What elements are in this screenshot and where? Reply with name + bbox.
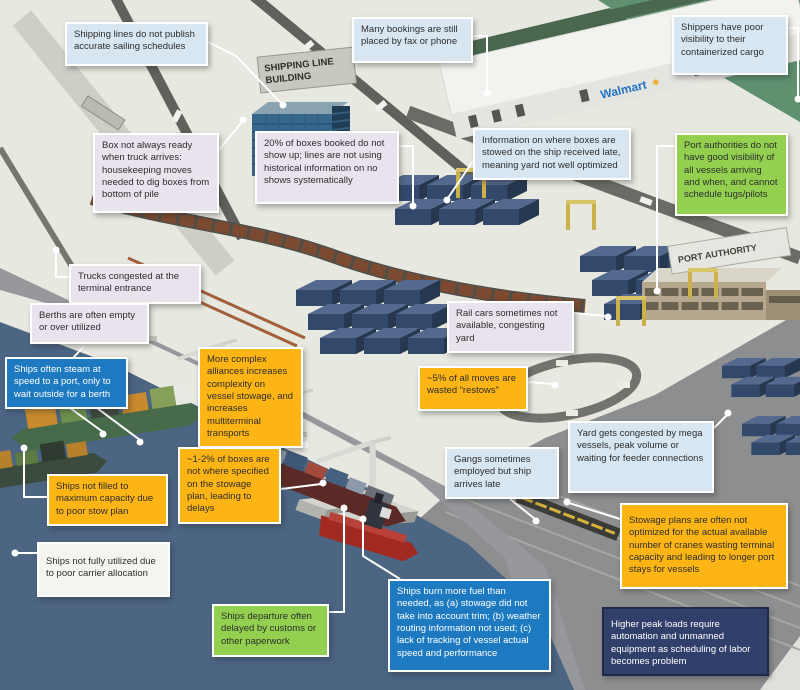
terminal-gate [80,95,126,131]
callout-complex-alliances: More complex alliances increases complex… [198,347,303,449]
callout-boxes-no-show: 20% of boxes booked do not show up; line… [255,131,399,204]
container-block-group-top [383,175,539,225]
callout-box-not-ready: Box not always ready when truck arrives:… [93,133,219,213]
truck [566,410,578,416]
truck [618,382,630,388]
callout-ships-not-filled: Ships not filled to maximum capacity due… [47,474,168,527]
callout-peak-loads-automation: Higher peak loads require automation and… [602,607,769,677]
port-authority-sign: PORT AUTHORITY [667,227,792,275]
callout-gangs-ship-late: Gangs sometimes employed but ship arrive… [445,447,559,500]
callout-ships-burn-fuel: Ships burn more fuel than needed, as (a)… [388,579,551,672]
callout-shipping-lines-schedules: Shipping lines do not publish accurate s… [65,22,208,66]
connector-dots [11,89,800,557]
yard-train [515,490,621,541]
callout-berths-empty: Berths are often empty or over utilized [30,303,149,344]
truck [556,360,568,366]
callout-port-authority-visibility: Port authorities do not have good visibi… [675,133,788,216]
container-block-group-center [296,280,464,354]
callout-rail-cars-unavailable: Rail cars sometimes not available, conge… [447,301,574,354]
callout-ships-underutilized: Ships not fully utilized due to poor car… [37,542,170,597]
callout-ships-steam-wait: Ships often steam at speed to a port, on… [5,357,128,410]
callout-wasted-restows: ~5% of all moves are wasted “restows” [418,366,528,411]
container-block-group-far-right-1 [722,358,800,397]
callout-yard-congested: Yard gets congested by mega vessels, pea… [568,421,714,493]
port-authority-building: PORT AUTHORITY [642,227,800,320]
callout-stowage-info-late: Information on where boxes are stowed on… [473,128,631,181]
walmart-spark-icon: ✷ [650,76,662,90]
callout-shippers-poor-visibility: Shippers have poor visibility to their c… [672,15,788,75]
callout-departure-delayed: Ships departure often delayed by customs… [212,604,329,657]
callout-boxes-misplaced: ~1-2% of boxes are not where specified o… [178,447,281,524]
shipping-line-sign: SHIPPING LINE BUILDING [256,46,357,94]
callout-bookings-fax-phone: Many bookings are still placed by fax or… [352,17,473,63]
svg-text:BUILDING: BUILDING [265,71,312,87]
cargo-ship-left-edge [0,440,108,490]
callout-stowage-plans-not-optimized: Stowage plans are often not optimized fo… [620,503,788,589]
callout-trucks-congested: Trucks congested at the terminal entranc… [69,264,201,304]
